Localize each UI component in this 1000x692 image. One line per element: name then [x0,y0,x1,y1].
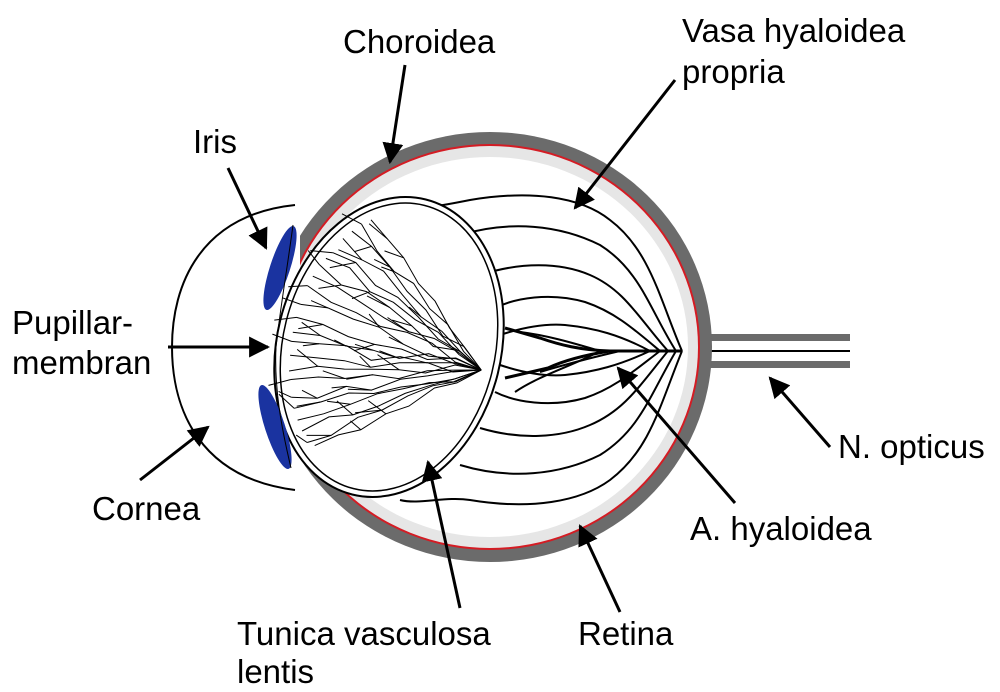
label-a-hyaloidea: A. hyaloidea [690,510,872,547]
n-opticus-arrow [770,378,830,447]
label-vasa-hyaloidea-line1: Vasa hyaloidea [682,12,906,49]
choroidea-arrow [390,65,405,162]
label-cornea: Cornea [92,490,201,527]
label-pupillarmembran-line1: Pupillar- [12,304,133,341]
label-tunica-vasculosa-line1: Tunica vasculosa [237,615,491,652]
label-retina: Retina [578,615,674,652]
label-n-opticus: N. opticus [838,428,985,465]
label-iris: Iris [193,123,237,160]
label-pupillarmembran-line2: membran [12,344,151,381]
cornea-arrow [140,427,208,480]
label-choroidea: Choroidea [343,23,496,60]
label-tunica-vasculosa-line2: lentis [237,653,314,687]
label-vasa-hyaloidea-line2: propria [682,53,785,90]
retina-arrow [580,526,620,612]
